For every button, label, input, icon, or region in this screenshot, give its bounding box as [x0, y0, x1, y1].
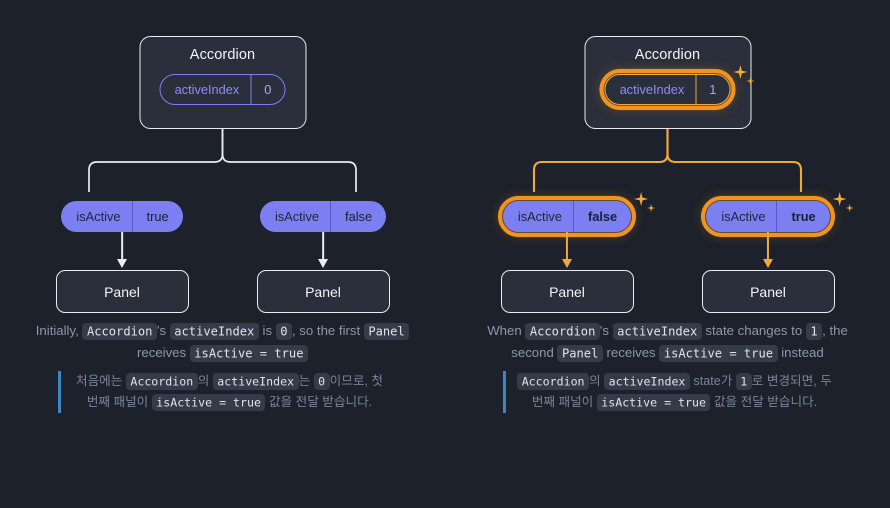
sparkle-icon	[632, 189, 658, 219]
prop-pill-isactive[interactable]: isActive true	[61, 201, 183, 232]
panel-box: Panel	[55, 270, 189, 313]
prop-value: 1	[695, 75, 729, 104]
panel-box: Panel	[256, 270, 390, 313]
prop-name: isActive	[76, 209, 121, 224]
diagram-panel-updated-state: Accordion activeIndex 1	[445, 0, 890, 508]
caption-group: When Accordion's activeIndex state chang…	[445, 320, 890, 413]
sparkle-icon	[831, 189, 857, 219]
children-row: isActive false Panel isActive true	[445, 190, 890, 313]
accordion-component-card: Accordion activeIndex 1	[584, 36, 755, 129]
prop-pill-activeindex[interactable]: activeIndex 1	[599, 65, 755, 111]
caption-english: Initially, Accordion's activeIndex is 0,…	[22, 320, 423, 364]
diagram-panel-initial-state: Accordion activeIndex 0 isActive true	[0, 36, 445, 413]
child-branch: isActive false Panel	[256, 190, 390, 313]
flow-arrow	[761, 232, 775, 270]
prop-name: activeIndex	[174, 82, 240, 97]
panel-box: Panel	[500, 270, 634, 313]
child-branch: isActive true Panel	[700, 190, 854, 313]
accordion-component-card: Accordion activeIndex 0	[139, 36, 306, 129]
panel-box: Panel	[701, 270, 835, 313]
prop-value: 0	[250, 75, 284, 104]
branch-connector	[0, 128, 445, 192]
component-title: Accordion	[634, 47, 701, 63]
component-title: Accordion	[189, 47, 256, 63]
prop-value: false	[572, 201, 631, 232]
prop-value: false	[330, 201, 386, 232]
prop-pill-isactive[interactable]: isActive false	[497, 192, 656, 238]
flow-arrow	[316, 232, 330, 270]
sparkle-icon	[731, 62, 757, 92]
children-row: isActive true Panel isActive false	[0, 190, 445, 313]
prop-name: isActive	[721, 209, 766, 224]
prop-name: isActive	[517, 209, 562, 224]
prop-pill-isactive[interactable]: isActive false	[259, 201, 387, 232]
prop-name: activeIndex	[619, 82, 685, 97]
prop-value: true	[776, 201, 829, 232]
prop-pill-isactive[interactable]: isActive true	[700, 192, 854, 238]
prop-name: isActive	[274, 209, 320, 224]
flow-arrow	[560, 232, 574, 270]
prop-pill-activeindex[interactable]: activeIndex 0	[159, 74, 286, 105]
prop-value: true	[131, 201, 183, 232]
flow-arrow	[115, 232, 129, 270]
child-branch: isActive true Panel	[55, 190, 189, 313]
caption-english: When Accordion's activeIndex state chang…	[487, 322, 848, 362]
child-branch: isActive false Panel	[497, 190, 656, 313]
branch-connector	[445, 128, 890, 192]
caption-group: Initially, Accordion's activeIndex is 0,…	[0, 320, 445, 413]
